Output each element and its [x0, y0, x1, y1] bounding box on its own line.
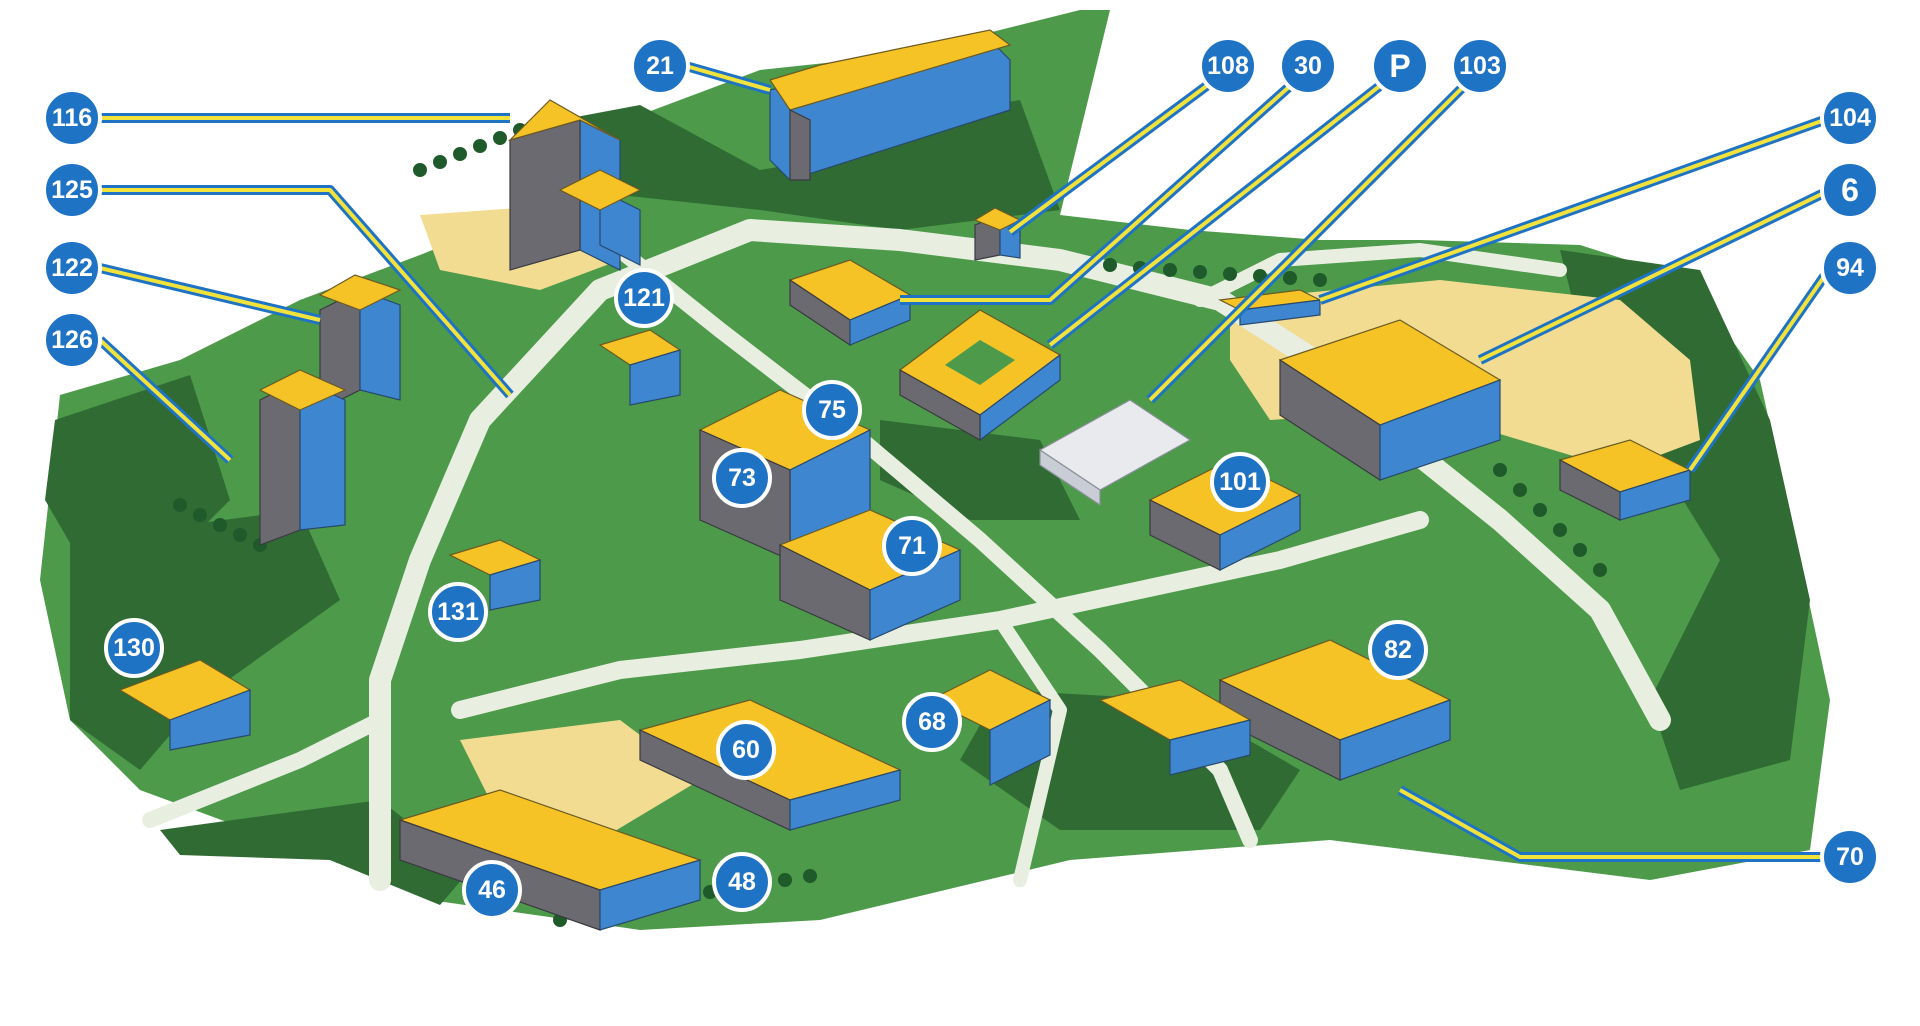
marker-6[interactable]: 6 — [1820, 160, 1880, 220]
marker-116[interactable]: 116 — [42, 88, 102, 148]
marker-101-label: 101 — [1219, 468, 1261, 496]
building-6[interactable] — [1278, 319, 1502, 482]
marker-122[interactable]: 122 — [42, 238, 102, 298]
marker-30-label: 30 — [1294, 52, 1322, 80]
marker-108-label: 108 — [1207, 52, 1249, 80]
marker-125[interactable]: 125 — [42, 160, 102, 220]
marker-130[interactable]: 130 — [104, 618, 164, 678]
marker-122-label: 122 — [51, 254, 93, 282]
marker-21-label: 21 — [646, 52, 674, 80]
building-116[interactable] — [507, 99, 642, 271]
marker-6-label: 6 — [1841, 172, 1859, 208]
marker-60-label: 60 — [732, 736, 760, 764]
marker-P[interactable]: P — [1370, 36, 1430, 96]
marker-68-label: 68 — [918, 708, 946, 736]
leader-lines — [96, 61, 1835, 862]
marker-46-label: 46 — [478, 876, 506, 904]
marker-48[interactable]: 48 — [712, 852, 772, 912]
marker-46[interactable]: 46 — [462, 860, 522, 920]
marker-126-label: 126 — [51, 326, 93, 354]
marker-71-label: 71 — [898, 532, 926, 560]
marker-116-label: 116 — [52, 104, 92, 132]
forest-south — [160, 800, 470, 905]
marker-121[interactable]: 121 — [614, 268, 674, 328]
building-30[interactable] — [898, 309, 1062, 442]
marker-103[interactable]: 103 — [1450, 36, 1510, 96]
marker-131[interactable]: 131 — [428, 582, 488, 642]
building-130[interactable] — [118, 659, 252, 751]
building-94[interactable] — [1558, 439, 1692, 521]
building-82[interactable] — [1218, 639, 1452, 781]
marker-104-label: 104 — [1829, 104, 1871, 132]
marker-30[interactable]: 30 — [1278, 36, 1338, 96]
building-21[interactable] — [769, 29, 1012, 181]
marker-70[interactable]: 70 — [1820, 827, 1880, 887]
marker-126[interactable]: 126 — [42, 310, 102, 370]
marker-75-label: 75 — [818, 396, 846, 424]
marker-94-label: 94 — [1836, 254, 1864, 282]
marker-101[interactable]: 101 — [1210, 452, 1270, 512]
marker-108[interactable]: 108 — [1198, 36, 1258, 96]
marker-131-label: 131 — [437, 598, 479, 626]
building-70[interactable] — [1098, 679, 1252, 776]
marker-121-label: 121 — [623, 284, 665, 312]
marker-70-label: 70 — [1836, 843, 1864, 871]
marker-71[interactable]: 71 — [882, 516, 942, 576]
marker-60[interactable]: 60 — [716, 720, 776, 780]
marker-73-label: 73 — [728, 464, 756, 492]
marker-125-label: 125 — [51, 176, 93, 204]
marker-104[interactable]: 104 — [1820, 88, 1880, 148]
building-126[interactable] — [258, 369, 347, 546]
marker-P-label: P — [1389, 48, 1410, 84]
marker-94[interactable]: 94 — [1820, 238, 1880, 298]
marker-73[interactable]: 73 — [712, 448, 772, 508]
marker-130-label: 130 — [113, 634, 155, 662]
building-103-greenhouse[interactable] — [1038, 399, 1192, 507]
building-122[interactable] — [318, 274, 402, 411]
marker-82[interactable]: 82 — [1368, 620, 1428, 680]
marker-75[interactable]: 75 — [802, 380, 862, 440]
marker-21[interactable]: 21 — [630, 36, 690, 96]
marker-82-label: 82 — [1384, 636, 1412, 664]
marker-48-label: 48 — [728, 868, 756, 896]
forest-southwest — [70, 510, 340, 770]
building-131[interactable] — [448, 539, 542, 611]
marker-103-label: 103 — [1459, 52, 1501, 80]
marker-68[interactable]: 68 — [902, 692, 962, 752]
building-121[interactable] — [598, 329, 682, 406]
